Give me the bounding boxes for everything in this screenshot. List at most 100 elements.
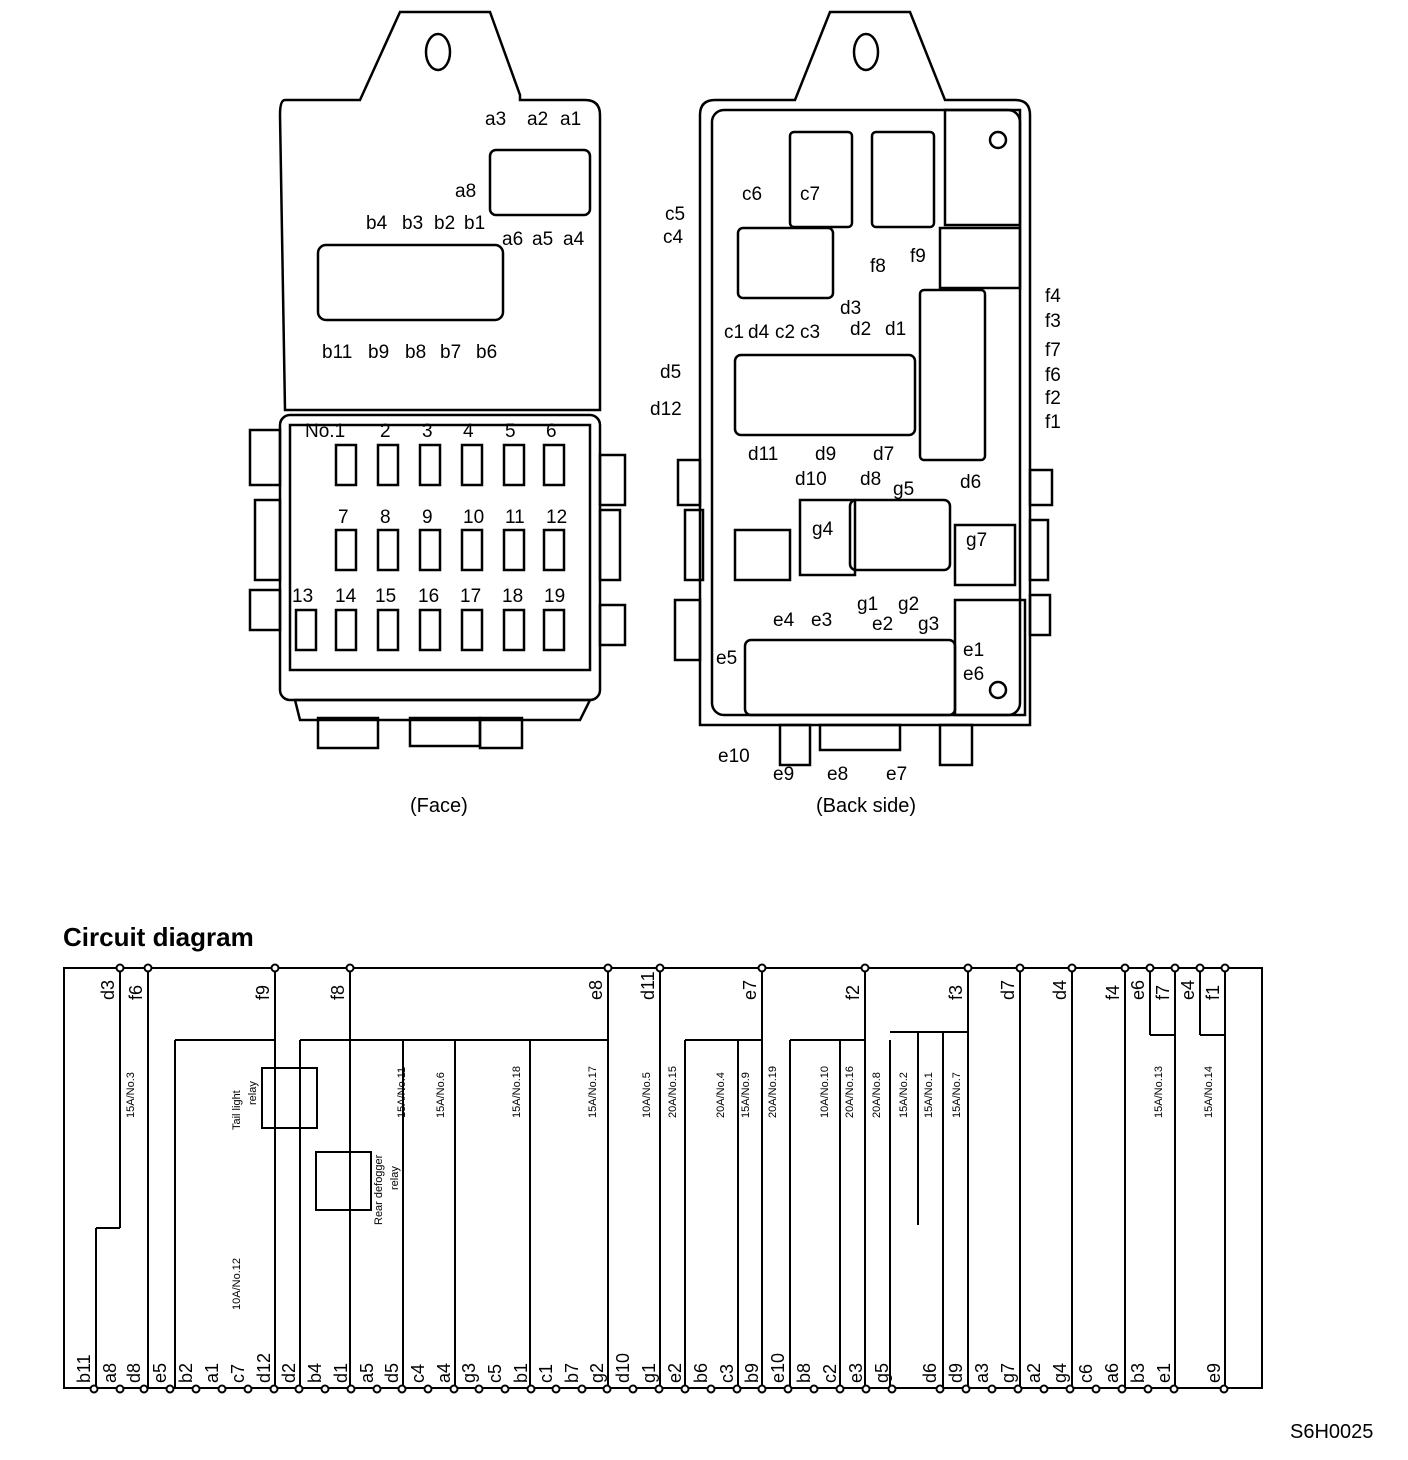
fuse-number-label: 5 (505, 421, 516, 442)
fuse-slot (418, 443, 442, 487)
top-terminal-label: e8 (586, 980, 606, 1000)
terminal-dot (963, 963, 973, 973)
bottom-terminal-label: c7 (228, 1364, 248, 1383)
fuse-rating-label: 15A/No.14 (1203, 1066, 1215, 1118)
bottom-terminal-label: d2 (279, 1363, 299, 1383)
terminal-dot (269, 1384, 279, 1394)
terminal-dot (577, 1384, 587, 1394)
terminal-dot (423, 1384, 433, 1394)
terminal-dot (860, 963, 870, 973)
fuse-rating-label: 15A/No.17 (587, 1066, 599, 1118)
back-pin-label: d2 (850, 319, 871, 340)
back-pin-label: g2 (898, 594, 919, 615)
fuse-number-label: 18 (502, 586, 523, 607)
face-pin-label: a3 (485, 109, 506, 130)
back-pin-label: d3 (840, 298, 861, 319)
back-pin-label: e5 (716, 648, 737, 669)
bottom-terminal-label: c1 (536, 1364, 556, 1383)
face-pin-label: b6 (476, 342, 497, 363)
face-pin-label: a1 (560, 109, 581, 130)
terminal-dot (655, 963, 665, 973)
back-pin-label: f9 (910, 246, 926, 267)
face-pin-label: a2 (527, 109, 548, 130)
bottom-terminal-label: e9 (1204, 1363, 1224, 1383)
fuse-number-label: 9 (422, 507, 433, 528)
terminal-dot (115, 1384, 125, 1394)
fuse-rating-label: 15A/No.6 (435, 1072, 447, 1118)
terminal-dot (732, 1384, 742, 1394)
back-pin-label: e2 (872, 614, 893, 635)
terminal-dot (345, 963, 355, 973)
top-terminal-label: e7 (740, 980, 760, 1000)
top-terminal-label: f8 (328, 985, 348, 1000)
terminal-dot (887, 1384, 897, 1394)
top-terminal-label: e4 (1178, 980, 1198, 1000)
back-pin-label: d7 (873, 444, 894, 465)
fuse-rating-label: 20A/No.15 (667, 1066, 679, 1118)
fuse-rating-label: 15A/No.18 (511, 1066, 523, 1118)
bottom-terminal-label: e10 (768, 1353, 788, 1383)
face-pin-label: b9 (368, 342, 389, 363)
bottom-terminal-label: d8 (124, 1363, 144, 1383)
top-terminal-label: f7 (1153, 985, 1173, 1000)
fuse-slot (542, 608, 566, 652)
back-pin-label: e10 (718, 746, 750, 767)
terminal-dot (987, 1384, 997, 1394)
bottom-terminal-label: a1 (202, 1363, 222, 1383)
fuse-rating-label: 15A/No.3 (125, 1072, 137, 1118)
back-pin-label: f4 (1045, 286, 1061, 307)
bottom-terminal-label: b9 (742, 1363, 762, 1383)
bottom-terminal-label: d6 (920, 1363, 940, 1383)
bottom-terminal-label: a6 (1102, 1363, 1122, 1383)
terminal-dot (1117, 1384, 1127, 1394)
fuse-slot (460, 528, 484, 572)
terminal-dot (809, 1384, 819, 1394)
bottom-terminal-label: b1 (511, 1363, 531, 1383)
back-pin-label: f1 (1045, 412, 1061, 433)
back-pin-label: e4 (773, 610, 795, 631)
terminal-dot (143, 963, 153, 973)
fuse-number-label: 14 (335, 586, 357, 607)
back-pin-label: g4 (812, 519, 834, 540)
bottom-terminal-label: g5 (872, 1363, 892, 1383)
terminal-dot (270, 963, 280, 973)
bottom-terminal-label: b8 (794, 1363, 814, 1383)
terminal-dot (115, 963, 125, 973)
back-pin-label: c5 (665, 204, 685, 225)
bottom-terminal-label: e1 (1154, 1363, 1174, 1383)
bottom-terminal-label: d9 (946, 1363, 966, 1383)
back-pin-label: g5 (893, 479, 914, 500)
fuse-rating-label: 20A/No.19 (767, 1066, 779, 1118)
bottom-terminal-label: c6 (1076, 1364, 1096, 1383)
face-pin-label: b3 (402, 213, 423, 234)
fuse-number-label: 10 (463, 507, 484, 528)
face-pin-label: a8 (455, 181, 476, 202)
fuse-rating-label: 10A/No.5 (641, 1072, 653, 1118)
terminal-dot (1143, 1384, 1153, 1394)
fuse-slot (460, 608, 484, 652)
fuse-rating-label: 15A/No.13 (1153, 1066, 1165, 1118)
back-pin-label: e1 (963, 640, 984, 661)
top-terminal-label: e6 (1128, 980, 1148, 1000)
fuse-number-label: 4 (463, 421, 474, 442)
terminal-dot (397, 1384, 407, 1394)
fuse-rating-label: 15A/No.7 (951, 1072, 963, 1118)
face-pin-label: b11 (322, 342, 352, 363)
back-pin-label: e7 (886, 764, 907, 785)
back-pin-label: f7 (1045, 340, 1061, 361)
back-pin-label: d12 (650, 399, 682, 420)
fuse-number-label: 11 (505, 507, 525, 528)
back-pin-label: c6 (742, 184, 762, 205)
fuse-slot (418, 608, 442, 652)
fuse-number-label: 13 (292, 586, 313, 607)
fuse-number-label: 3 (422, 421, 433, 442)
back-pin-label: d8 (860, 469, 881, 490)
fuse-number-label: 12 (546, 507, 567, 528)
bottom-terminal-label: g7 (998, 1363, 1018, 1383)
back-view (673, 10, 1054, 767)
bottom-terminal-label: g3 (459, 1363, 479, 1383)
terminal-dot (500, 1384, 510, 1394)
terminal-dot (680, 1384, 690, 1394)
relay-label: Tail light (231, 1090, 243, 1130)
